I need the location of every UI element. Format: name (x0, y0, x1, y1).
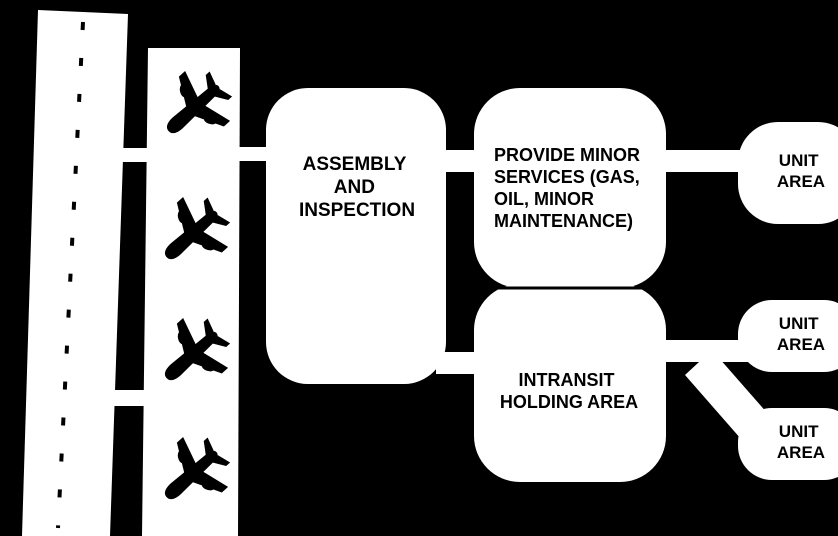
connector-bar (660, 150, 754, 172)
taxiway-connector (118, 148, 148, 162)
minor-services-area: PROVIDE MINOR SERVICES (GAS, OIL, MINOR … (474, 88, 666, 288)
unit-area-label-line: AREA (777, 443, 825, 462)
taxiway-connector (108, 390, 148, 406)
connector-bar (238, 147, 272, 161)
minor-services-label-line: MAINTENANCE) (494, 211, 633, 231)
unit-area-label-line: AREA (777, 172, 825, 191)
connector-bar (436, 150, 482, 172)
unit-area-box (738, 122, 838, 224)
holding-box (474, 284, 666, 482)
minor-services-label-line: SERVICES (GAS, (494, 167, 640, 187)
parking-strip (142, 48, 240, 536)
unit-area-label: UNIT AREA (777, 314, 825, 354)
minor-services-label-line: OIL, MINOR (494, 189, 594, 209)
assembly-label-line: AND (334, 177, 375, 198)
connector-bar (660, 340, 754, 362)
minor-services-label: PROVIDE MINOR SERVICES (GAS, OIL, MINOR … (494, 145, 645, 231)
unit-area-label-line: AREA (777, 335, 825, 354)
unit-area-label: UNIT AREA (777, 151, 825, 191)
unit-area-box (738, 408, 838, 480)
holding-label: INTRANSIT HOLDING AREA (500, 370, 638, 412)
unit-areas: UNIT AREA UNIT AREA UNIT AREA (738, 122, 838, 480)
runway (22, 10, 128, 536)
assembly-label-line: ASSEMBLY (303, 154, 407, 175)
unit-area-label-line: UNIT (779, 151, 819, 170)
unit-area-label-line: UNIT (779, 422, 819, 441)
minor-services-box (474, 88, 666, 288)
minor-services-label-line: PROVIDE MINOR (494, 145, 640, 165)
unit-area-box (738, 300, 838, 372)
holding-area: INTRANSIT HOLDING AREA (474, 284, 666, 482)
aircraft-parking-strip (142, 48, 240, 536)
holding-label-line: HOLDING AREA (500, 392, 638, 412)
unit-area-label: UNIT AREA (777, 422, 825, 462)
assembly-label: ASSEMBLY AND INSPECTION (299, 154, 415, 221)
unit-area-label-line: UNIT (779, 314, 819, 333)
holding-label-line: INTRANSIT (518, 370, 614, 390)
runway-centerline (56, 21, 85, 529)
connector-bar (436, 352, 482, 374)
assembly-label-line: INSPECTION (299, 200, 415, 221)
assembly-inspection-area: ASSEMBLY AND INSPECTION (266, 88, 446, 384)
runway-strip (22, 10, 128, 536)
assembly-box (266, 88, 446, 384)
